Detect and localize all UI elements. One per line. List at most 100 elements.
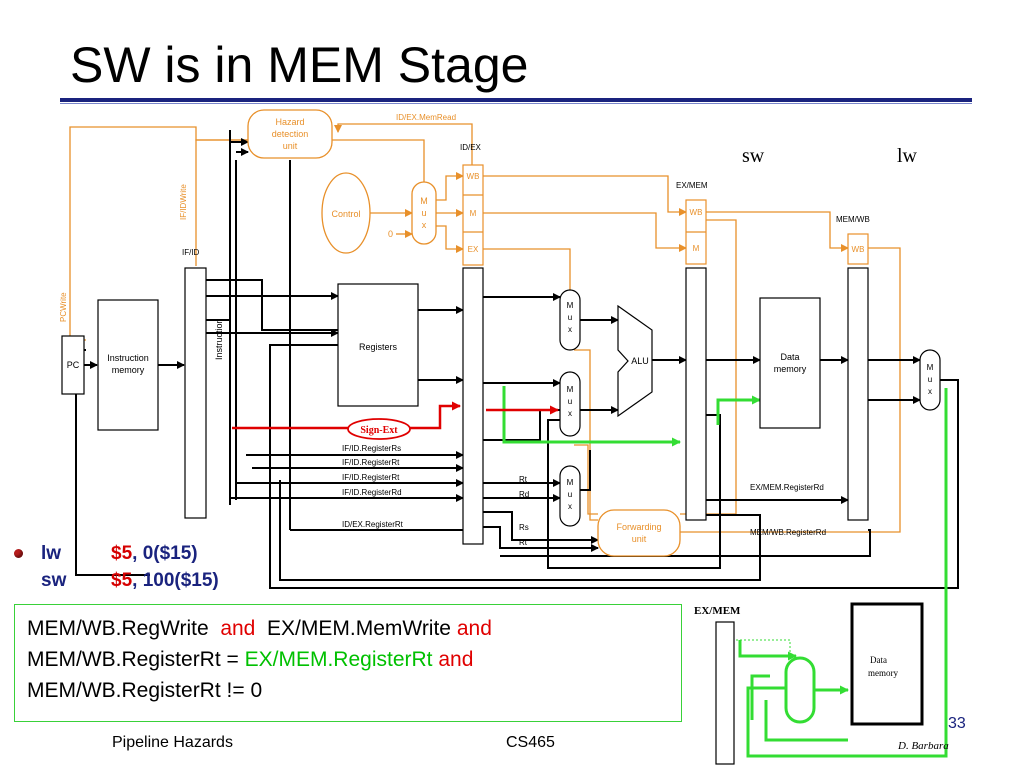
writeback-mux [919, 349, 941, 411]
control-mux-m: M [420, 196, 428, 206]
forwarding-label-1: Forwarding [616, 522, 661, 532]
mux-a-x: x [568, 325, 572, 334]
instruction-label: Instruction [214, 318, 224, 360]
lw-stage-marker: lw [897, 145, 918, 167]
hazard-label-2: detection [272, 129, 309, 139]
title-underline-thin [60, 103, 972, 104]
opcode: lw [41, 542, 62, 564]
control-label: Control [331, 209, 360, 219]
ex-mem-rd-label: EX/MEM.RegisterRd [750, 483, 824, 492]
rt-label-a: Rt [519, 475, 528, 484]
mem-wb-control-fields [847, 233, 869, 265]
zero-input-label: 0 [388, 229, 393, 239]
instruction-lw: lw $5, 0($15) [14, 540, 219, 567]
rs-label: Rs [519, 523, 529, 532]
mux-b-x: x [568, 409, 572, 418]
footer-center: CS465 [506, 734, 555, 751]
pc-label: PC [67, 360, 80, 370]
operand-rest: , 100($15) [132, 569, 219, 591]
control-mux-u: u [421, 208, 426, 218]
mux-c-x: x [568, 502, 572, 511]
forwarding-label-2: unit [632, 534, 647, 544]
sw-stage-marker: sw [742, 145, 765, 167]
alu-label: ALU [631, 356, 649, 366]
dmem-label-1: Data [780, 352, 799, 362]
title-underline [60, 98, 972, 102]
operands: $5, 100($15) [111, 570, 219, 592]
condition-line-1: MEM/WB.RegWrite and EX/MEM.MemWrite and [27, 613, 669, 644]
control-mux [411, 181, 437, 245]
dmem-label-2: memory [774, 364, 807, 374]
rd-label: Rd [519, 490, 529, 499]
imem-label-2: memory [112, 365, 145, 375]
condition-line-2: MEM/WB.RegisterRt = EX/MEM.RegisterRt an… [27, 644, 669, 675]
if-id-rt-label-1: IF/ID.RegisterRt [342, 458, 400, 467]
control-unit [321, 172, 371, 254]
mux-b-m: M [567, 385, 574, 394]
mem-wb-register [847, 267, 869, 521]
register-file [337, 283, 419, 407]
mux-b-u: u [568, 397, 572, 406]
datapath-wires [75, 130, 959, 589]
author: D. Barbara [898, 740, 949, 752]
hazard-label-3: unit [283, 141, 298, 151]
mux-a-m: M [567, 301, 574, 310]
mux-wb-u: u [928, 375, 932, 384]
operands: $5, 0($15) [111, 543, 198, 565]
sign-ext-label: Sign-Ext [360, 425, 398, 436]
if-id-write-label: IF/IDWrite [179, 184, 188, 220]
cond-memwb-registerrt: MEM/WB.RegisterRt = [27, 648, 245, 671]
inset-ex-mem-register [715, 621, 735, 765]
if-id-register [184, 267, 207, 519]
footer-left: Pipeline Hazards [112, 734, 233, 751]
mem-wb-rd-label: MEM/WB.RegisterRd [750, 528, 826, 537]
if-id-rt-label-2: IF/ID.RegisterRt [342, 473, 400, 482]
pc-register [61, 335, 85, 395]
mux-c-u: u [568, 490, 572, 499]
operand-rest: , 0($15) [132, 542, 198, 564]
instruction-memory [97, 299, 159, 431]
data-memory [759, 297, 821, 429]
alu-mux-a [559, 289, 581, 351]
alu [617, 304, 653, 418]
forwarding-highlight-paths [502, 386, 948, 758]
cond-and-3: and [438, 648, 474, 671]
dest-register: $5 [111, 542, 133, 564]
inset-dmem-label-1: Data [870, 655, 887, 665]
ex-mem-m: M [693, 244, 700, 253]
pc-write-label: PCWrite [59, 292, 68, 322]
if-id-rd-label: IF/ID.RegisterRd [342, 488, 402, 497]
id-ex-label: ID/EX [460, 143, 482, 152]
id-ex-m: M [470, 209, 477, 218]
hazard-label-1: Hazard [275, 117, 304, 127]
mem-wb-label: MEM/WB [836, 215, 870, 224]
ex-mem-wb: WB [690, 208, 703, 217]
id-ex-ex: EX [468, 245, 479, 254]
condition-line-3: MEM/WB.RegisterRt != 0 [27, 679, 263, 702]
regdst-mux [559, 465, 581, 527]
inset-data-memory [850, 602, 924, 726]
sign-ext-highlight [232, 401, 559, 430]
control-mux-x: x [422, 220, 427, 230]
alu-mux-b [559, 371, 581, 437]
if-id-rs-label: IF/ID.RegisterRs [342, 444, 401, 453]
ex-mem-register [685, 267, 707, 521]
mux-wb-m: M [927, 363, 934, 372]
opcode: sw [41, 569, 67, 591]
registers-label: Registers [359, 342, 398, 352]
hazard-detection-unit [247, 109, 333, 159]
forwarding-condition-box: MEM/WB.RegWrite and EX/MEM.MemWrite and … [14, 604, 682, 722]
page-number: 33 [948, 715, 966, 732]
id-ex-wb: WB [467, 172, 480, 181]
mux-a-u: u [568, 313, 572, 322]
cond-and-1: and [220, 617, 256, 640]
instruction-sw: sw $5, 100($15) [14, 567, 219, 594]
mem-wb-wb: WB [852, 245, 865, 254]
dest-register: $5 [111, 569, 133, 591]
mux-wb-x: x [928, 387, 932, 396]
bullet-icon [14, 549, 23, 558]
inset-mux [784, 656, 816, 724]
instruction-sequence: lw $5, 0($15) sw $5, 100($15) [14, 540, 219, 594]
if-id-label: IF/ID [182, 248, 200, 257]
